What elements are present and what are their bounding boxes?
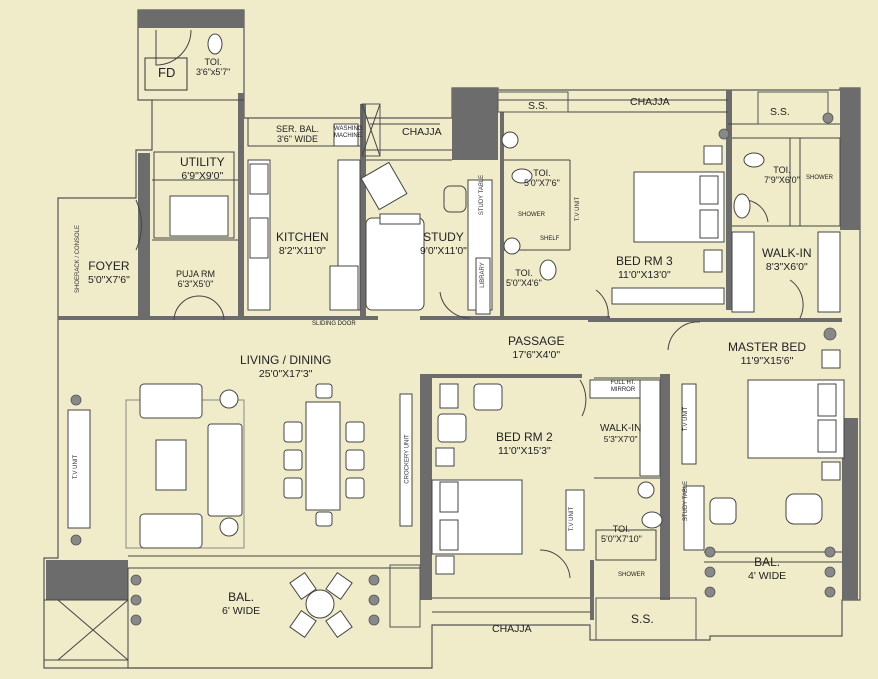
service-balcony-name: SER. BAL. bbox=[276, 124, 320, 134]
wall-column-bal bbox=[46, 560, 128, 600]
walkin-1-dim: 8'3"X6'0" bbox=[765, 260, 808, 273]
tv-unit-living-label: T.V UNIT bbox=[73, 454, 80, 480]
bed3-label: BED RM 3 11'0"X13'0" bbox=[616, 254, 673, 281]
walkin-1-label: WALK-IN 8'3"X6'0" bbox=[762, 246, 812, 273]
bal-living-label: BAL. 6' WIDE bbox=[222, 590, 261, 617]
toilet-service-dim: 3'6"x5'7" bbox=[196, 67, 231, 78]
toilet-3-dim: 7'9"X6'0" bbox=[764, 175, 800, 186]
toilet-4-name: TOI. bbox=[612, 524, 631, 534]
ss-top-left-label: S.S. bbox=[528, 100, 548, 112]
chajja-bottom-label: CHAJJA bbox=[492, 623, 532, 635]
kitchen-name: KITCHEN bbox=[276, 230, 329, 244]
wall-column-study bbox=[452, 88, 498, 160]
study-table-1-label: STUDY TABLE bbox=[479, 174, 486, 216]
toilet-study-dim: 5'0"X7'6" bbox=[524, 178, 560, 189]
bed3-name: BED RM 3 bbox=[616, 254, 673, 268]
study-dim: 9'0"X11'0" bbox=[420, 244, 467, 257]
bed3-dim: 11'0"X13'0" bbox=[617, 268, 671, 281]
toilet-2-label: TOI. 5'0"X4'6" bbox=[506, 268, 542, 289]
foyer-dim: 5'0"X7'6" bbox=[88, 273, 130, 286]
bal-living-name: BAL. bbox=[228, 590, 255, 604]
fd-label: FD bbox=[158, 65, 176, 80]
walkin-1-name: WALK-IN bbox=[762, 246, 812, 260]
kitchen-label: KITCHEN 8'2"X11'0" bbox=[276, 230, 329, 257]
shelf-label: SHELF bbox=[540, 236, 560, 242]
shower-3-label: SHOWER bbox=[618, 572, 645, 578]
foyer-label: FOYER 5'0"X7'6" bbox=[88, 259, 130, 286]
living-name: LIVING / DINING bbox=[240, 353, 332, 367]
puja-dim: 6'3"X5'0" bbox=[177, 279, 214, 290]
toilet-service-name: TOI. bbox=[204, 57, 222, 67]
study-table-2-label: STUDY TABLE bbox=[683, 480, 690, 522]
toilet-service-label: TOI. 3'6"x5'7" bbox=[196, 57, 230, 78]
toilet-3-label: TOI. 7'9"X6'0" bbox=[764, 165, 800, 186]
tv-unit-bed2-label: T.V UNIT bbox=[569, 506, 576, 532]
bal-master-label: BAL. 4' WIDE bbox=[748, 555, 787, 582]
toilet-study-name: TOI. bbox=[533, 168, 551, 178]
living-label: LIVING / DINING 25'0"X17'3" bbox=[240, 353, 332, 380]
bal-living-dim: 6' WIDE bbox=[222, 604, 261, 617]
toilet-4-label: TOI. 5'0"X7'10" bbox=[601, 524, 642, 545]
service-balcony-dim: 3'6" WIDE bbox=[277, 134, 318, 145]
shower-2-label: SHOWER bbox=[806, 175, 833, 181]
bed2-label: BED RM 2 11'0"X15'3" bbox=[496, 430, 553, 457]
bal-master-name: BAL. bbox=[754, 555, 781, 569]
passage-dim: 17'6"X4'0" bbox=[512, 348, 561, 361]
living-dim: 25'0"X17'3" bbox=[258, 367, 313, 380]
puja-label: PUJA RM 6'3"X5'0" bbox=[176, 269, 215, 290]
study-name: STUDY bbox=[423, 230, 464, 244]
bed2-name: BED RM 2 bbox=[496, 430, 553, 444]
bal-master-dim: 4' WIDE bbox=[748, 569, 787, 582]
utility-dim: 6'9"X9'0" bbox=[181, 169, 224, 182]
wall-column-right bbox=[840, 88, 860, 230]
bed2-dim: 11'0"X15'3" bbox=[497, 444, 551, 457]
utility-name: UTILITY bbox=[180, 155, 225, 169]
washing-machine-label: WASHING MACHINE bbox=[334, 126, 363, 139]
master-name: MASTER BED bbox=[728, 340, 807, 354]
shower-1-label: SHOWER bbox=[518, 212, 545, 218]
puja-name: PUJA RM bbox=[176, 269, 216, 279]
library-label: LIBRARY bbox=[479, 262, 486, 288]
study-label: STUDY 9'0"X11'0" bbox=[420, 230, 467, 257]
shoe-rack-label: SHOERACK / CONSOLE bbox=[75, 224, 82, 294]
chajja-top-left-label: CHAJJA bbox=[402, 126, 442, 138]
kitchen-dim: 8'2"X11'0" bbox=[278, 244, 326, 257]
ss-top-right-label: S.S. bbox=[770, 106, 790, 118]
foyer-name: FOYER bbox=[88, 259, 130, 273]
master-label: MASTER BED 11'9"X15'6" bbox=[728, 340, 807, 367]
service-balcony-label: SER. BAL. 3'6" WIDE bbox=[276, 124, 319, 145]
crockery-label: CROCKERY UNIT bbox=[404, 434, 411, 484]
chajja-top-right-label: CHAJJA bbox=[630, 96, 670, 108]
toilet-2-dim: 5'0"X4'6" bbox=[506, 278, 542, 289]
wall-column-right-lower bbox=[842, 418, 858, 600]
walkin-2-dim: 5'3"X7'0" bbox=[603, 433, 638, 444]
walkin-2-label: WALK-IN 5'3"X7'0" bbox=[600, 423, 641, 444]
passage-name: PASSAGE bbox=[508, 334, 565, 348]
toilet-2-name: TOI. bbox=[515, 268, 533, 278]
master-dim: 11'9"X15'6" bbox=[740, 354, 794, 367]
utility-label: UTILITY 6'9"X9'0" bbox=[180, 155, 225, 182]
walkin-2-name: WALK-IN bbox=[600, 423, 642, 434]
sliding-door-label: SLIDING DOOR bbox=[312, 321, 356, 327]
passage-label: PASSAGE 17'6"X4'0" bbox=[508, 334, 565, 361]
tv-unit-master-label: T.V UNIT bbox=[683, 406, 690, 432]
ss-bottom-label: S.S. bbox=[631, 612, 654, 626]
full-mirror-label: FULL HT. MIRROR bbox=[610, 380, 636, 393]
toilet-study-label: TOI. 5'0"X7'6" bbox=[524, 168, 560, 189]
toilet-3-name: TOI. bbox=[773, 165, 791, 175]
toilet-4-dim: 5'0"X7'10" bbox=[601, 534, 642, 545]
tv-unit-study-label: T.V UNIT bbox=[575, 196, 582, 222]
wall-top-service bbox=[138, 10, 244, 28]
